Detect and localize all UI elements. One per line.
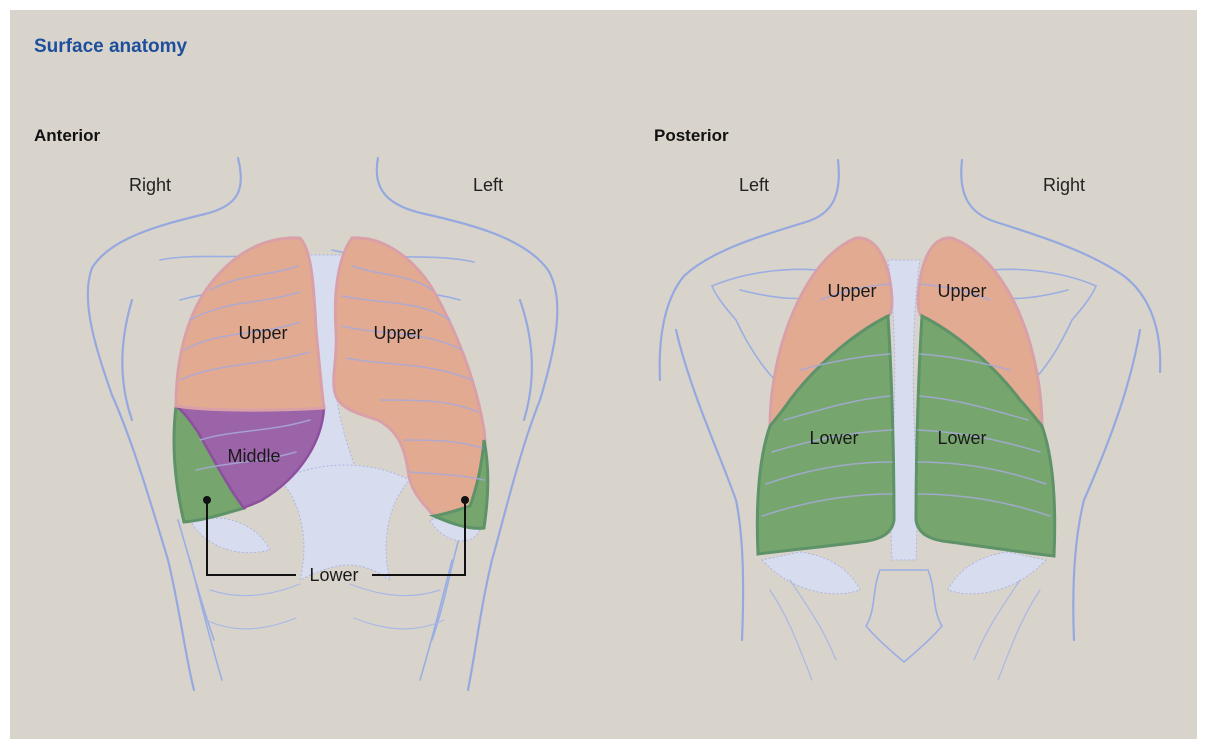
posterior-right-flank-outline [1073,330,1140,640]
anterior-middle-label: Middle [227,446,280,466]
anterior-right-upper-label: Upper [238,323,287,343]
posterior-side-label-right: Right [1043,175,1085,195]
posterior-left-lower-label: Lower [809,428,858,448]
anterior-view: Right Left Upper Upper Middle Lower [88,158,558,690]
anterior-left-arm-line [520,300,532,420]
posterior-sacrum [866,570,942,662]
posterior-left-flank-outline [676,330,743,640]
posterior-right-upper-label: Upper [937,281,986,301]
anterior-costal-cartilage [280,465,410,580]
anterior-right-arm-line [122,300,132,420]
anterior-lower-label: Lower [309,565,358,585]
posterior-side-label-left: Left [739,175,769,195]
posterior-view: Left Right Upper Upper Lower Lower [660,160,1161,680]
anterior-side-label-right: Right [129,175,171,195]
posterior-left-upper-label: Upper [827,281,876,301]
posterior-right-lower-label: Lower [937,428,986,448]
anterior-side-label-left: Left [473,175,503,195]
anterior-left-upper-label: Upper [373,323,422,343]
